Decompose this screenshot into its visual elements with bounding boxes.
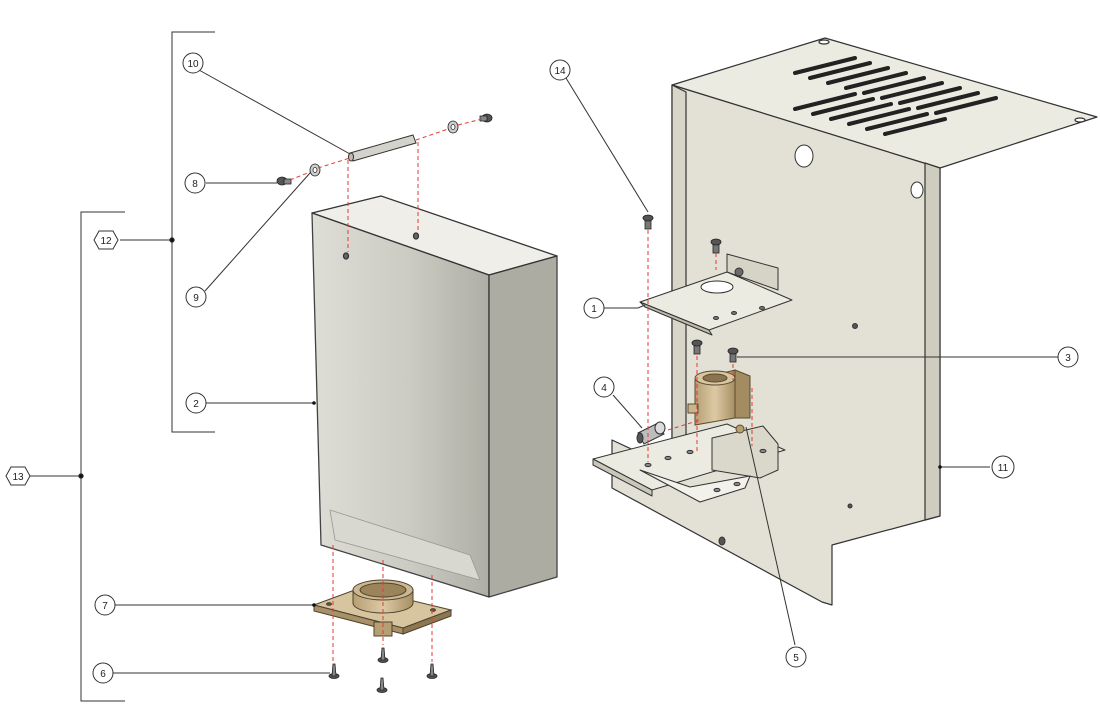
panel-holes xyxy=(718,144,924,546)
callout-label: 6 xyxy=(100,669,106,680)
callout-5: 5 xyxy=(785,646,807,668)
callout-2: 2 xyxy=(185,392,207,414)
washers-screws xyxy=(276,113,493,186)
elbow-fitting xyxy=(636,421,666,445)
vent-slots xyxy=(793,56,998,136)
callout-label: 8 xyxy=(192,179,198,190)
callout-label: 13 xyxy=(12,472,24,483)
callout-label: 4 xyxy=(601,383,607,394)
bracket-group-13 xyxy=(30,211,125,702)
hopper-bin xyxy=(311,195,558,598)
callout-4: 4 xyxy=(593,376,615,398)
callout-label: 2 xyxy=(193,399,199,410)
bracket-group-12 xyxy=(120,31,215,433)
callout-label: 9 xyxy=(193,293,199,304)
callout-6: 6 xyxy=(92,662,114,684)
callout-8: 8 xyxy=(184,172,206,194)
callout-13: 13 xyxy=(5,466,31,486)
bottom-screws xyxy=(328,647,438,693)
callout-label: 7 xyxy=(102,601,108,612)
callout-14: 14 xyxy=(549,59,571,81)
callout-label: 11 xyxy=(998,463,1009,474)
callout-9: 9 xyxy=(185,286,207,308)
callout-3: 3 xyxy=(1057,346,1079,368)
callout-label: 3 xyxy=(1065,353,1071,364)
leader-dots xyxy=(312,401,942,607)
callout-label: 12 xyxy=(100,236,112,247)
callout-label: 1 xyxy=(591,304,597,315)
lower-bracket-plate xyxy=(592,423,786,503)
callout-label: 10 xyxy=(187,59,199,70)
right-screws xyxy=(642,214,739,363)
assembly-lines xyxy=(289,118,753,662)
hinge-rod xyxy=(348,134,417,162)
callout-7: 7 xyxy=(94,594,116,616)
callout-label: 5 xyxy=(793,653,799,664)
callout-10: 10 xyxy=(182,52,204,74)
callout-label: 14 xyxy=(554,66,566,77)
brass-valve xyxy=(687,369,751,434)
callout-11: 11 xyxy=(991,455,1015,479)
leader-lines xyxy=(112,69,1058,674)
callout-1: 1 xyxy=(583,297,605,319)
upper-bracket xyxy=(639,253,793,336)
callout-12: 12 xyxy=(93,230,119,250)
